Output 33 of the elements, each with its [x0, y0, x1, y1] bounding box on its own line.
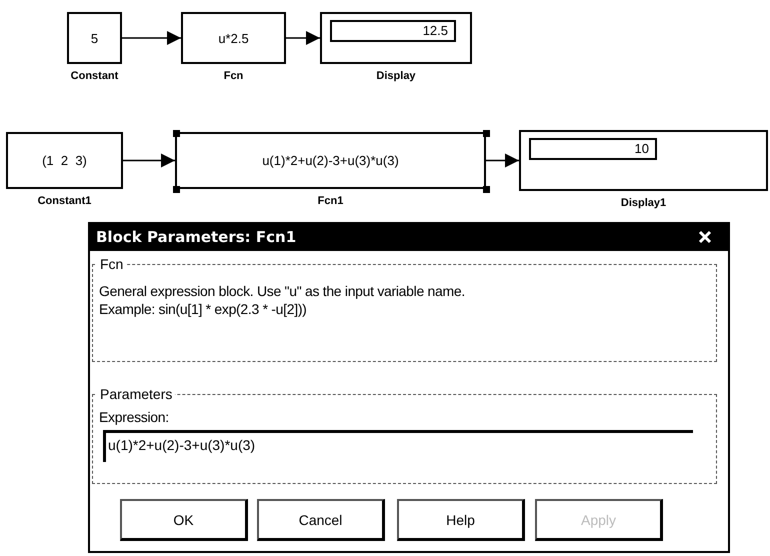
- block-text: 5: [90, 30, 98, 46]
- display-value: 12.5: [330, 20, 456, 42]
- description-text: General expression block. Use "u" as the input variable name.: [99, 283, 465, 299]
- button: Help: [397, 499, 525, 541]
- block-text: (1 2 3): [42, 153, 87, 168]
- button: Cancel: [257, 499, 385, 541]
- block-text: u*2.5: [218, 30, 249, 46]
- function-block: [181, 12, 286, 64]
- group-heading: Fcn: [97, 256, 126, 272]
- block-label: Fcn: [222, 70, 244, 82]
- block-label: Display1: [620, 197, 668, 209]
- block-label: Constant1: [36, 195, 92, 207]
- display-block: [320, 12, 472, 64]
- display-block: [519, 130, 768, 191]
- function-block: [6, 132, 123, 189]
- button: OK: [120, 499, 248, 541]
- window-title: Block Parameters: Fcn1: [96, 228, 296, 246]
- display-value: 10: [529, 138, 657, 160]
- group-heading: Parameters: [97, 386, 176, 402]
- description-text: Example: sin(u[1] * exp(2.3 * -u[2])): [99, 301, 307, 317]
- block-label: Display: [375, 70, 417, 82]
- function-block: [67, 12, 122, 64]
- block-label: Constant: [70, 70, 120, 82]
- signal-arrow: [286, 31, 320, 45]
- input-field: u(1)*2+u(2)-3+u(3)*u(3): [103, 430, 693, 462]
- signal-arrow: [123, 154, 175, 168]
- signal-arrow: [122, 31, 181, 45]
- dialog-window: [88, 222, 730, 553]
- block-label: Fcn1: [316, 195, 344, 207]
- signal-arrow: [486, 154, 519, 168]
- button: Apply: [535, 499, 663, 541]
- description-text: Expression:: [99, 409, 169, 425]
- block-text: u(1)*2+u(2)-3+u(3)*u(3): [262, 153, 399, 168]
